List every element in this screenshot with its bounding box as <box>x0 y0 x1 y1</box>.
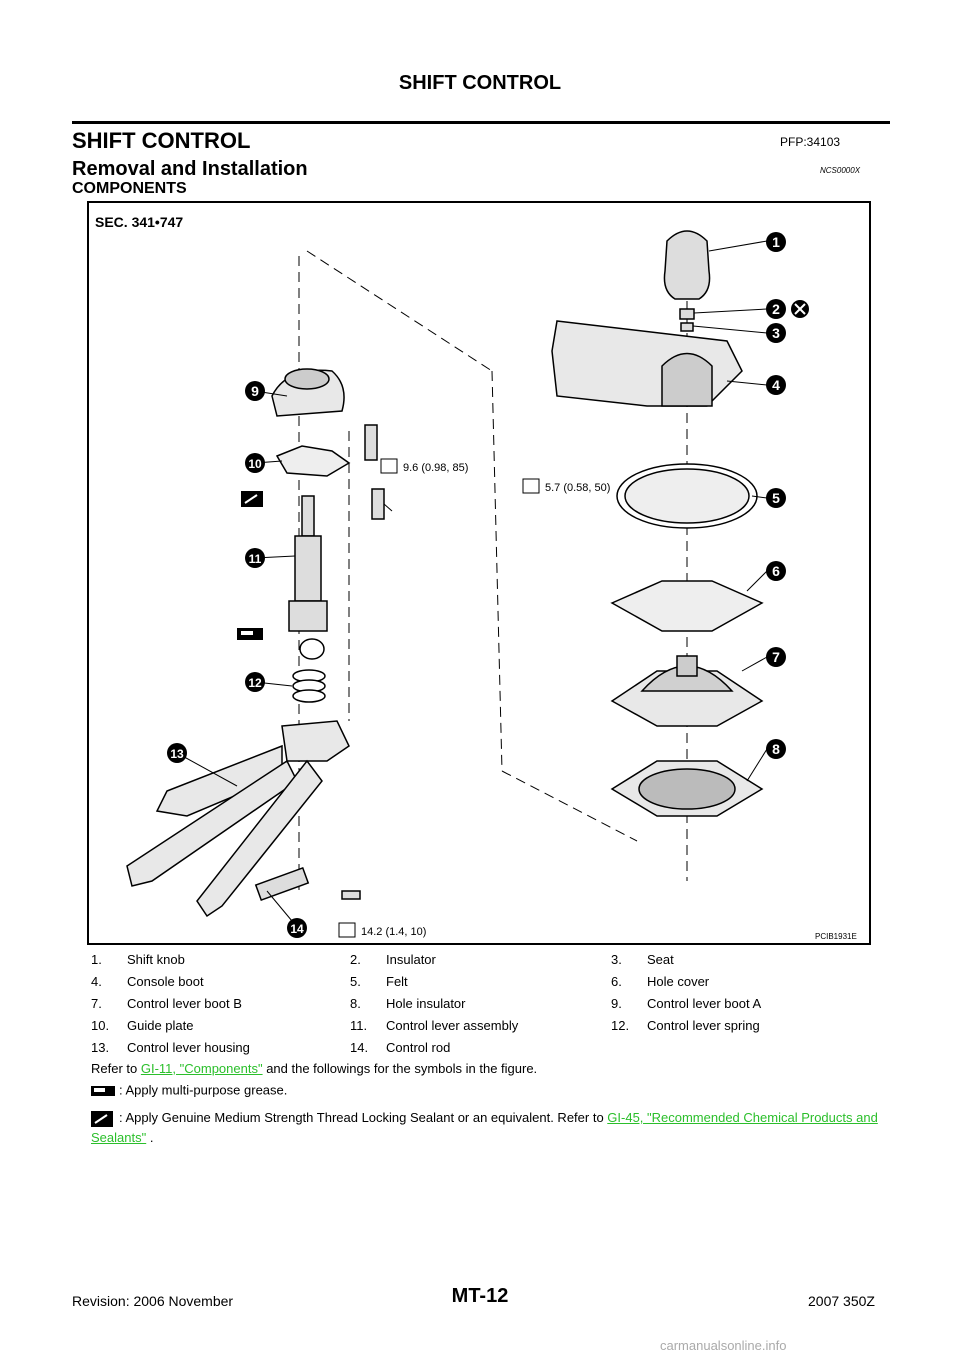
header-rule <box>72 121 890 124</box>
svg-text:2: 2 <box>772 301 780 317</box>
do-not-reuse-icon <box>791 300 809 318</box>
callout-13: 13 <box>167 743 187 763</box>
callout-8: 8 <box>766 739 786 759</box>
revision-label: Revision: 2006 November <box>72 1293 234 1309</box>
page-number: MT-12 <box>451 1285 509 1307</box>
callout-9: 9 <box>245 381 265 401</box>
callout-12: 12 <box>245 672 265 692</box>
torque-wrench-icon <box>338 922 356 938</box>
grease-icon <box>237 628 263 640</box>
legend-item-2: 2.Insulator <box>350 952 436 967</box>
torque-label-2: 5.7 (0.58, 50) <box>545 482 610 494</box>
svg-text:13: 13 <box>170 747 184 761</box>
svg-text:4: 4 <box>772 377 780 393</box>
svg-text:11: 11 <box>249 552 262 566</box>
running-header: SHIFT CONTROL <box>398 72 562 94</box>
torque-wrench-icon <box>380 458 398 474</box>
legend-item-3: 3.Seat <box>611 952 674 967</box>
callout-7: 7 <box>766 647 786 667</box>
legend-item-7: 7.Control lever boot B <box>91 996 242 1011</box>
callout-11: 11 <box>245 548 265 568</box>
sealant-note: : Apply Genuine Medium Strength Thread L… <box>91 1110 878 1145</box>
sec-label: SEC. 341•747 <box>95 214 183 230</box>
callout-10: 10 <box>245 453 265 473</box>
chemical-products-link[interactable]: GI-45, "Recommended Chemical Products an… <box>91 1110 878 1145</box>
svg-text:1: 1 <box>772 234 780 250</box>
svg-text:12: 12 <box>248 676 262 690</box>
torque-label-1: 9.6 (0.98, 85) <box>403 462 468 474</box>
svg-text:5: 5 <box>772 490 780 506</box>
subsection-title: Removal and Installation <box>72 158 308 180</box>
watermark: carmanualsonline.info <box>660 1338 787 1353</box>
refer-note: Refer to GI-11, "Components" and the fol… <box>91 1061 538 1076</box>
legend-item-4: 4.Console boot <box>91 974 204 989</box>
svg-text:9: 9 <box>251 383 259 399</box>
svg-text:6: 6 <box>772 563 780 579</box>
legend-item-14: 14.Control rod <box>350 1040 451 1055</box>
legend-item-11: 11.Control lever assembly <box>350 1018 519 1033</box>
callout-14: 14 <box>287 918 307 938</box>
svg-text:7: 7 <box>772 649 780 665</box>
components-title: COMPONENTS <box>72 180 187 197</box>
legend-item-12: 12.Control lever spring <box>611 1018 760 1033</box>
callout-3: 3 <box>766 323 786 343</box>
ncs-code: NCS0000X <box>820 166 861 175</box>
legend-item-13: 13.Control lever housing <box>91 1040 250 1055</box>
callouts: 1 2 3 4 5 6 7 8 9 10 11 12 13 14 <box>167 232 786 938</box>
torque-label-3: 14.2 (1.4, 10) <box>361 926 426 938</box>
svg-text:8: 8 <box>772 741 780 757</box>
svg-text:10: 10 <box>248 457 262 471</box>
legend-item-1: 1.Shift knob <box>91 952 185 967</box>
legend-item-10: 10.Guide plate <box>91 1018 194 1033</box>
torque-wrench-icon <box>522 478 540 494</box>
legend-item-5: 5.Felt <box>350 974 408 989</box>
callout-6: 6 <box>766 561 786 581</box>
pfp-code: PFP:34103 <box>780 135 841 149</box>
callout-5: 5 <box>766 488 786 508</box>
svg-text:3: 3 <box>772 325 780 341</box>
legend-item-9: 9.Control lever boot A <box>611 996 762 1011</box>
components-link[interactable]: GI-11, "Components" <box>140 1061 263 1076</box>
grease-icon <box>91 1086 115 1096</box>
sealant-icon <box>91 1110 113 1127</box>
svg-text:14: 14 <box>290 922 304 936</box>
model-label: 2007 350Z <box>808 1293 875 1309</box>
figure-id: PCIB1931E <box>815 932 857 941</box>
grease-note: : Apply multi-purpose grease. <box>91 1082 287 1100</box>
exploded-diagram: SEC. 341•747 PCIB1931E <box>87 201 871 945</box>
legend-item-6: 6.Hole cover <box>611 974 710 989</box>
legend-item-8: 8.Hole insulator <box>350 996 466 1011</box>
callout-4: 4 <box>766 375 786 395</box>
callout-2: 2 <box>766 299 786 319</box>
section-title: SHIFT CONTROL <box>72 128 251 153</box>
sealant-icon <box>241 491 263 507</box>
callout-1: 1 <box>766 232 786 252</box>
